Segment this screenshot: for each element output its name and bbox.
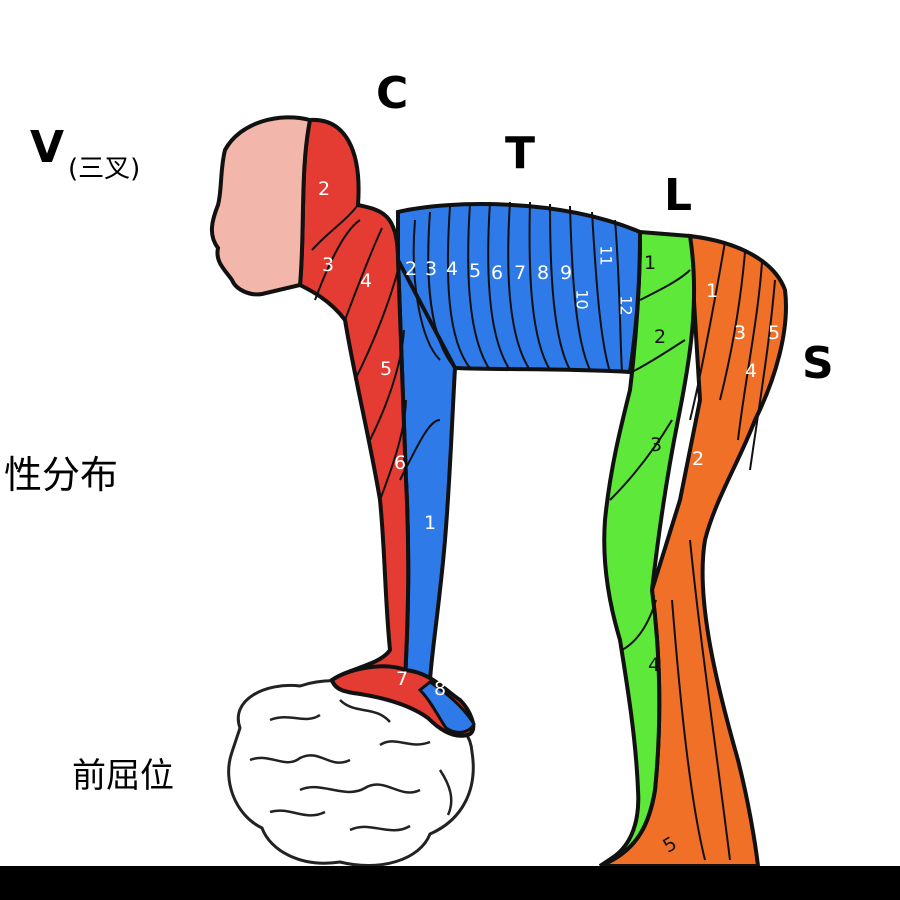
- segment-s3: 3: [734, 322, 747, 344]
- label-l: L: [664, 170, 693, 221]
- segment-v4: 4: [360, 270, 373, 292]
- hand: [329, 664, 476, 738]
- segment-t4: 4: [446, 258, 459, 280]
- lumbar-region: [598, 229, 697, 868]
- segment-t7: 7: [514, 262, 527, 284]
- label-v-sub: (三叉): [68, 154, 141, 184]
- segment-l4: 4: [648, 654, 661, 676]
- segment-t2: 2: [405, 258, 418, 280]
- segment-t1: 1: [424, 512, 437, 534]
- segment-v2: 2: [318, 178, 331, 200]
- label-t: T: [505, 128, 536, 179]
- segment-t3: 3: [425, 258, 438, 280]
- segment-l1: 1: [644, 252, 657, 274]
- segment-t5: 5: [469, 260, 482, 282]
- segment-t9: 9: [560, 262, 573, 284]
- side-title: 性分布: [4, 453, 119, 497]
- segment-l2: 2: [654, 326, 667, 348]
- segment-t8: 8: [537, 262, 550, 284]
- label-v: V: [30, 122, 65, 173]
- cervical-region: [297, 117, 411, 695]
- segment-v3: 3: [322, 254, 335, 276]
- label-s: S: [802, 338, 834, 389]
- thoracic-torso: [396, 202, 643, 427]
- dermatome-lines: [311, 201, 776, 861]
- label-c: C: [376, 68, 409, 119]
- segment-l3: 3: [650, 434, 663, 456]
- segment-t11: 11: [596, 245, 616, 266]
- posture-label: 前屈位: [72, 756, 174, 796]
- segment-s4: 4: [745, 360, 758, 382]
- brain-illustration: [227, 679, 475, 867]
- segment-s5: 5: [768, 322, 781, 344]
- segment-t6: 6: [491, 262, 504, 284]
- segment-c6: 6: [394, 452, 407, 474]
- segment-c8: 8: [434, 678, 447, 700]
- segment-s1: 1: [706, 280, 719, 302]
- bottom-bar: [0, 866, 900, 900]
- segment-t10: 10: [572, 289, 592, 310]
- segment-s2: 2: [692, 448, 705, 470]
- segment-c5: 5: [380, 358, 393, 380]
- face-region: [210, 115, 313, 297]
- segment-t12: 12: [616, 295, 636, 316]
- segment-c7: 7: [396, 668, 409, 690]
